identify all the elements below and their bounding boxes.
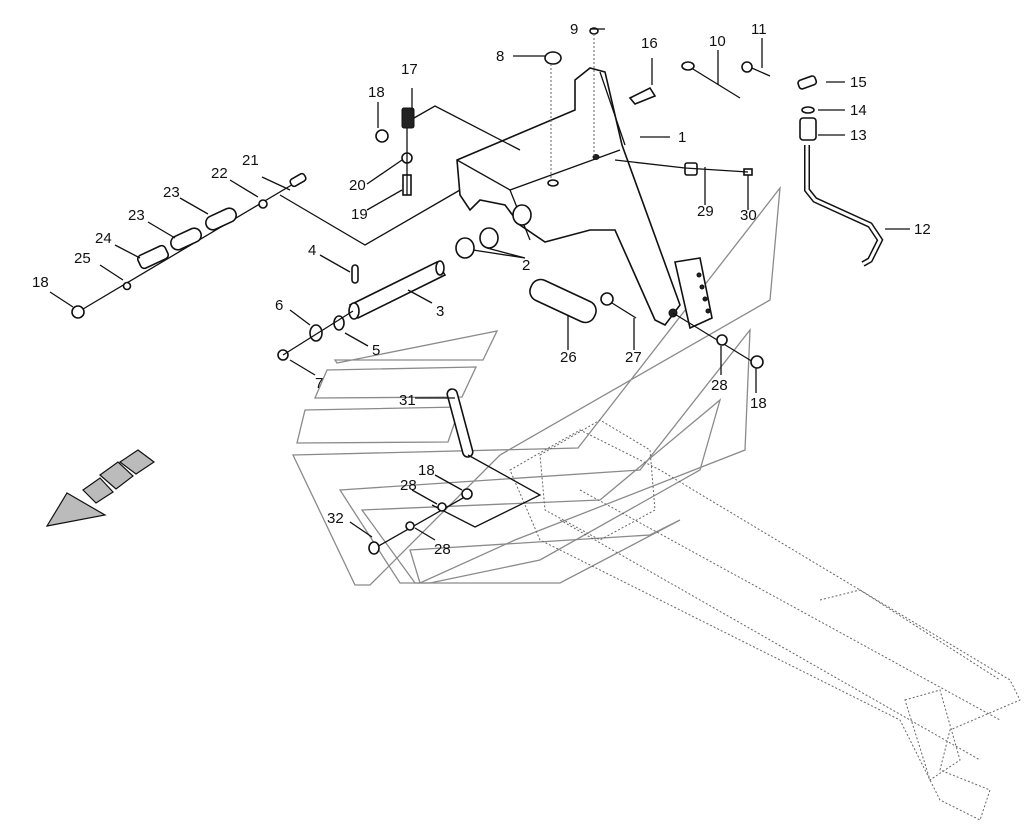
callout-18-right: 18 — [750, 395, 767, 412]
washer-part-28-lower — [437, 502, 447, 512]
callout-14: 14 — [850, 102, 867, 119]
callout-24: 24 — [95, 230, 112, 247]
callout-32: 32 — [327, 510, 344, 527]
direction-arrow-icon — [45, 449, 156, 527]
callout-29: 29 — [697, 203, 714, 220]
mower-frame — [509, 419, 1021, 821]
lever-part-12 — [804, 145, 884, 267]
callout-1: 1 — [678, 129, 686, 146]
callout-12: 12 — [914, 221, 931, 238]
pin-part-3 — [348, 260, 447, 320]
plate-assembly — [71, 172, 461, 319]
leader-lines — [49, 28, 910, 541]
callout-8: 8 — [496, 48, 504, 65]
callout-28-mid: 28 — [400, 477, 417, 494]
callout-21: 21 — [242, 152, 259, 169]
callout-25: 25 — [74, 250, 91, 267]
nut-part-18 — [750, 355, 764, 369]
callout-9: 9 — [570, 21, 578, 38]
callout-31: 31 — [399, 392, 416, 409]
callout-26: 26 — [560, 349, 577, 366]
oring-part-6 — [309, 324, 323, 342]
callout-16: 16 — [641, 35, 658, 52]
callout-20: 20 — [349, 177, 366, 194]
callout-23b: 23 — [128, 207, 145, 224]
callout-13: 13 — [850, 127, 867, 144]
main-arm — [456, 67, 713, 330]
callout-11: 11 — [751, 21, 767, 38]
callout-23a: 23 — [163, 184, 180, 201]
callout-27: 27 — [625, 349, 642, 366]
callout-22: 22 — [211, 165, 228, 182]
callout-2: 2 — [522, 257, 530, 274]
callout-6: 6 — [275, 297, 283, 314]
bushing-part-2 — [455, 237, 475, 259]
nut-part-18-lower — [461, 488, 473, 500]
callout-7: 7 — [315, 375, 323, 392]
background-chevrons — [291, 185, 781, 586]
washer-part-28 — [716, 334, 728, 346]
callout-28-bottom: 28 — [434, 541, 451, 558]
callout-18-left: 18 — [32, 274, 49, 291]
stop-assembly — [375, 105, 521, 196]
callout-28-right: 28 — [711, 377, 728, 394]
callout-4: 4 — [308, 242, 316, 259]
callout-10: 10 — [709, 33, 726, 50]
washer-part-14 — [801, 106, 815, 114]
spring-part-13 — [799, 117, 817, 141]
callout-15: 15 — [850, 74, 867, 91]
eyebolt-part-27 — [600, 292, 614, 306]
washer-part-28-lower-b — [405, 521, 415, 531]
bolt-part-32 — [368, 541, 380, 555]
spring-part-26 — [529, 278, 597, 324]
link-part-31 — [446, 388, 474, 458]
bushing-part-2b — [479, 227, 499, 249]
sleeve-part-15 — [797, 75, 818, 90]
cap-part-8 — [544, 51, 562, 65]
pin-part-4 — [351, 264, 359, 284]
callout-labels: 1 2 3 4 5 6 7 8 9 10 11 12 13 14 15 16 1… — [32, 21, 931, 558]
callout-3: 3 — [436, 303, 444, 320]
callout-18-bottom: 18 — [418, 462, 435, 479]
callout-19: 19 — [351, 206, 368, 223]
pin-part-10 — [687, 65, 741, 99]
bolt-part-16 — [628, 86, 657, 105]
callout-5: 5 — [372, 342, 380, 359]
callout-18-top: 18 — [368, 84, 385, 101]
callout-17: 17 — [401, 61, 418, 78]
callout-30: 30 — [740, 207, 757, 224]
